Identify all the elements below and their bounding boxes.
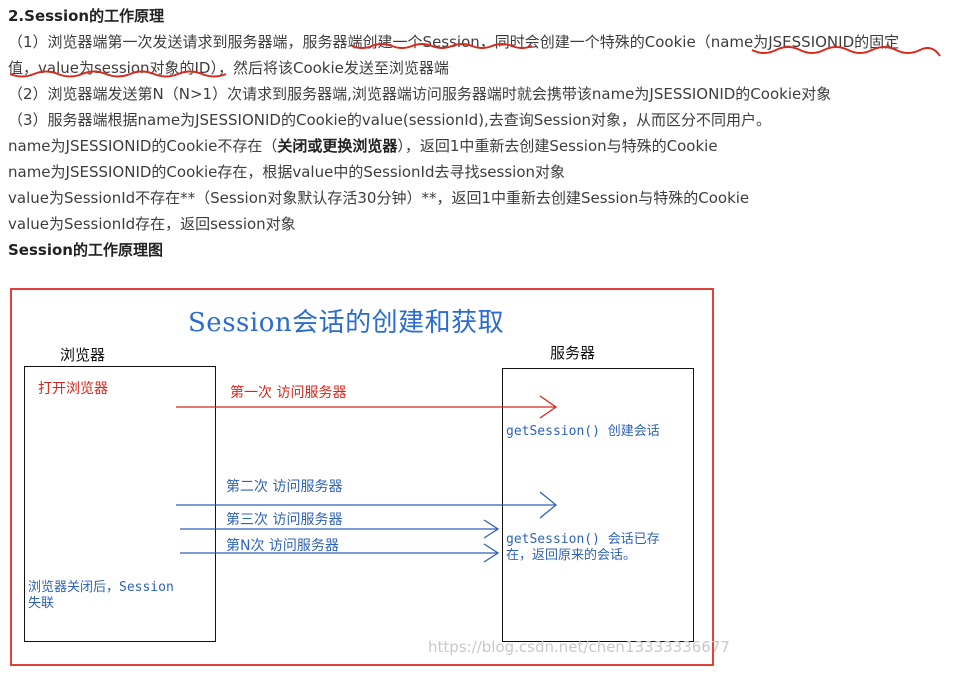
third-visit-label: 第三次 访问服务器 <box>226 512 343 528</box>
open-browser-text: 打开浏览器 <box>38 381 108 397</box>
rule1-part-a: name为JSESSIONID的Cookie不存在（ <box>8 137 278 155</box>
nth-visit-arrow <box>180 543 500 563</box>
watermark-text: https://blog.csdn.net/chen13333336677 <box>428 638 730 656</box>
first-visit-arrow <box>176 395 558 419</box>
rule2-text: name为JSESSIONID的Cookie存在，根据value中的Sessio… <box>8 163 566 181</box>
step2-text: （2）浏览器端发送第N（N>1）次请求到服务器端,浏览器端访问服务器端时就会携带… <box>8 85 832 103</box>
session-exists-line2: 在，返回原来的会话。 <box>506 548 637 563</box>
second-visit-label: 第二次 访问服务器 <box>226 479 343 495</box>
diagram-title: Session会话的创建和获取 <box>188 308 505 338</box>
nth-visit-label: 第N次 访问服务器 <box>226 538 339 554</box>
step1-line1: （1）浏览器端第一次发送请求到服务器端，服务器端创建一个Session，同时会创… <box>8 33 900 51</box>
third-visit-arrow <box>180 519 500 539</box>
browser-label: 浏览器 <box>60 346 106 364</box>
step3-text: （3）服务器端根据name为JSESSIONID的Cookie的value(se… <box>8 111 772 129</box>
rule1-bold: 关闭或更换浏览器 <box>277 137 398 155</box>
server-label: 服务器 <box>550 344 596 362</box>
create-session-text: getSession() 创建会话 <box>506 424 660 439</box>
request-arrows <box>176 395 558 563</box>
rule3-text: value为SessionId不存在**（Session对象默认存活30分钟）*… <box>8 189 750 207</box>
step1-line2: 值，value为session对象的ID），然后将该Cookie发送至浏览器端 <box>8 59 449 77</box>
session-diagram: Session会话的创建和获取 浏览器 服务器 打开浏览器 第一次 访问服务器 … <box>10 288 730 666</box>
rule1-text: name为JSESSIONID的Cookie不存在（关闭或更换浏览器），返回1中… <box>8 136 718 156</box>
first-visit-label: 第一次 访问服务器 <box>230 385 347 401</box>
browser-closed-line1: 浏览器关闭后，Session <box>28 580 174 595</box>
diagram-heading: Session的工作原理图 <box>8 241 163 259</box>
rule1-part-b: ），返回1中重新去创建Session与特殊的Cookie <box>397 137 718 155</box>
session-exists-line1: getSession() 会话已存 <box>506 532 660 547</box>
section-heading: 2.Session的工作原理 <box>8 7 165 25</box>
second-visit-arrow <box>176 491 558 519</box>
browser-box <box>24 366 216 642</box>
browser-closed-line2: 失联 <box>28 596 55 611</box>
rule4-text: value为SessionId存在，返回session对象 <box>8 215 296 233</box>
